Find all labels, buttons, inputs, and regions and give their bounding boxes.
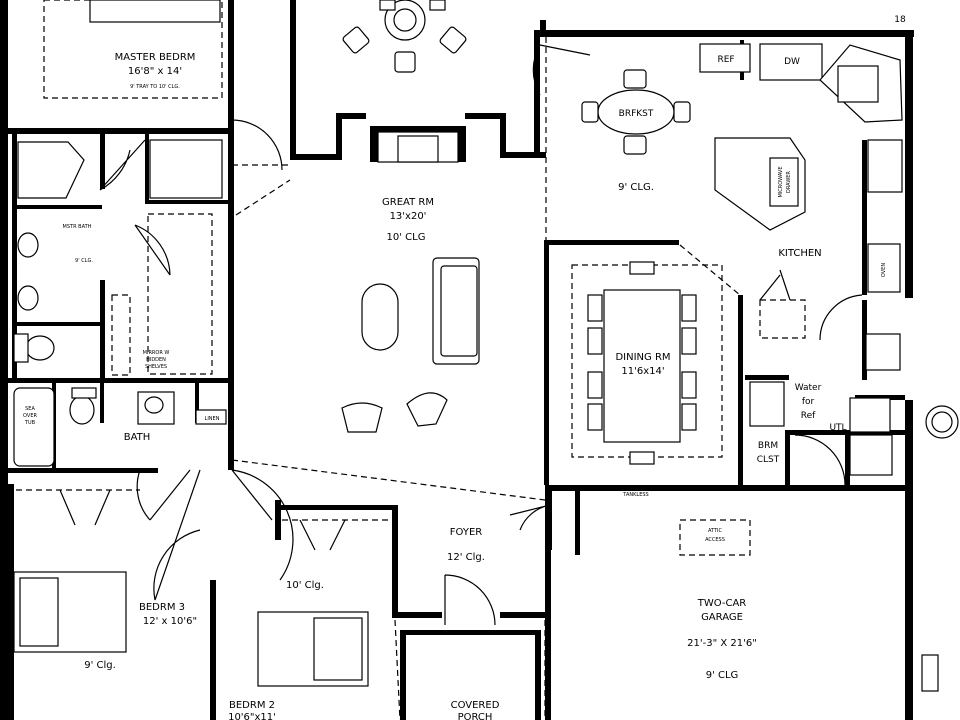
doors: [59, 44, 863, 626]
utility-name: UTL: [829, 423, 846, 433]
corner-mark: 18: [894, 15, 906, 25]
garage-name-2: GARAGE: [701, 612, 743, 623]
great-room-size: 13'x20': [390, 211, 427, 222]
garage-size: 21'-3" X 21'6": [687, 638, 757, 649]
broom-closet-name-2: CLST: [757, 455, 780, 465]
fixture-labels: REF DW OVEN Water for Ref TANKLESS ATTIC…: [23, 15, 906, 543]
great-room-ceiling: 10' CLG: [387, 232, 426, 243]
hall-ceiling: 10' Clg.: [286, 580, 324, 591]
water-for-ref-line-3: Ref: [801, 411, 816, 421]
room-labels: MASTER BEDRM 16'8" x 14' 9' TRAY TO 10' …: [63, 52, 847, 720]
tub-label-2: OVER: [23, 413, 37, 419]
breakfast-ceiling: 9' CLG.: [618, 182, 654, 193]
broom-closet-name: BRM: [758, 441, 778, 451]
garage-name: TWO-CAR: [697, 598, 747, 609]
bath-name: BATH: [124, 432, 151, 443]
dining-room-name: DINING RM: [615, 352, 670, 363]
master-bath-ceiling: 9' CLG.: [75, 258, 93, 264]
tub-label-1: SEA: [25, 406, 35, 412]
foyer-ceiling: 12' Clg.: [447, 552, 485, 563]
refrigerator-label: REF: [717, 55, 734, 65]
foyer-name: FOYER: [450, 527, 483, 538]
kitchen-name: KITCHEN: [778, 248, 821, 259]
master-bedroom-name: MASTER BEDRM: [115, 52, 196, 63]
master-bedroom-size: 16'8" x 14': [128, 66, 182, 77]
garage-ceiling: 9' CLG: [706, 670, 739, 681]
master-bath-name: MSTR BATH: [63, 224, 92, 230]
tankless-label: TANKLESS: [622, 492, 648, 498]
drawer-label-2: DRAWER: [786, 171, 792, 193]
bedroom3-ceiling: 9' Clg.: [84, 660, 116, 671]
oven-label: OVEN: [881, 263, 887, 277]
furniture: [13, 0, 959, 692]
tub-label-3: TUB: [24, 420, 36, 426]
master-bedroom-note: 9' TRAY TO 10' CLG.: [130, 84, 180, 90]
attic-access-line-2: ACCESS: [705, 537, 725, 543]
linen-name: LINEN: [205, 416, 220, 422]
water-for-ref-line-2: for: [802, 397, 815, 407]
bedroom2-size: 10'6"x11': [228, 712, 276, 720]
bedroom3-size: 12' x 10'6": [143, 616, 197, 627]
breakfast-name: BRFKST: [619, 109, 654, 119]
mirror-label-3: SHELVES: [145, 364, 167, 370]
great-room-name: GREAT RM: [382, 197, 434, 208]
bedroom3-name: BEDRM 3: [139, 602, 185, 613]
covered-porch-name: COVERED: [451, 700, 500, 711]
covered-porch-name-2: PORCH: [458, 712, 493, 720]
water-for-ref-line-1: Water: [795, 383, 822, 393]
attic-access-line-1: ATTIC: [708, 528, 723, 534]
walls: [0, 0, 914, 720]
dashed-outlines: [16, 0, 806, 720]
mirror-label-1: MIRROR W: [143, 350, 170, 356]
dining-room-size: 11'6x14': [621, 366, 664, 377]
bedroom2-name: BEDRM 2: [229, 700, 275, 711]
dishwasher-label: DW: [784, 57, 800, 67]
drawer-label-1: MICROWAVE: [778, 166, 784, 197]
mirror-label-2: HIDDEN: [146, 357, 166, 363]
